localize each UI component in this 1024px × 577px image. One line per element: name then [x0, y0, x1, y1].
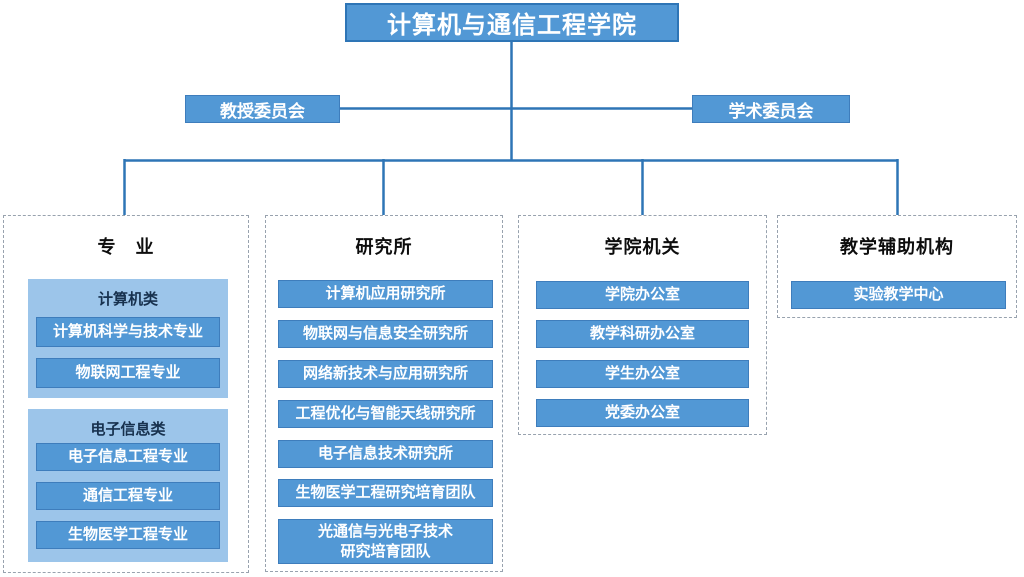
- support-item: 实验教学中心: [791, 281, 1006, 309]
- major-item: 计算机科学与技术专业: [36, 317, 220, 347]
- support-title: 教学辅助机构: [840, 237, 954, 257]
- institute-item: 电子信息技术研究所: [278, 440, 493, 468]
- major-item: 生物医学工程专业: [36, 521, 220, 549]
- professor-committee-label: 教授委员会: [220, 101, 305, 121]
- professor-committee-box: 教授委员会: [185, 95, 340, 123]
- electronic-group-title: 电子信息类: [90, 421, 166, 438]
- majors-panel: 专 业 计算机类 计算机科学与技术专业 物联网工程专业 电子信息类 电子信息工程…: [3, 215, 249, 573]
- offices-panel: 学院机关 学院办公室 教学科研办公室 学生办公室 党委办公室: [518, 215, 767, 435]
- office-item: 教学科研办公室: [536, 320, 749, 348]
- college-title-box: 计算机与通信工程学院: [345, 3, 679, 42]
- offices-title: 学院机关: [604, 237, 681, 257]
- institute-item: 物联网与信息安全研究所: [278, 320, 493, 348]
- support-panel: 教学辅助机构 实验教学中心: [777, 215, 1017, 318]
- institutes-title: 研究所: [355, 237, 413, 257]
- office-item: 学生办公室: [536, 360, 749, 388]
- institute-item: 光通信与光电子技术 研究培育团队: [278, 519, 493, 564]
- major-item: 通信工程专业: [36, 482, 220, 510]
- academic-committee-box: 学术委员会: [692, 95, 850, 123]
- institute-item: 生物医学工程研究培育团队: [278, 479, 493, 507]
- majors-title: 专 业: [97, 237, 155, 257]
- office-item: 党委办公室: [536, 399, 749, 427]
- computer-group-title: 计算机类: [97, 291, 158, 308]
- college-title: 计算机与通信工程学院: [387, 12, 637, 39]
- institute-item: 工程优化与智能天线研究所: [278, 400, 493, 428]
- electronic-group: 电子信息类 电子信息工程专业 通信工程专业 生物医学工程专业: [28, 409, 228, 562]
- institute-item: 网络新技术与应用研究所: [278, 360, 493, 388]
- major-item: 物联网工程专业: [36, 358, 220, 388]
- institutes-panel: 研究所 计算机应用研究所 物联网与信息安全研究所 网络新技术与应用研究所 工程优…: [265, 215, 503, 572]
- academic-committee-label: 学术委员会: [728, 101, 814, 121]
- institute-item: 计算机应用研究所: [278, 280, 493, 308]
- office-item: 学院办公室: [536, 281, 749, 309]
- major-item: 电子信息工程专业: [36, 443, 220, 471]
- computer-group: 计算机类 计算机科学与技术专业 物联网工程专业: [28, 279, 228, 398]
